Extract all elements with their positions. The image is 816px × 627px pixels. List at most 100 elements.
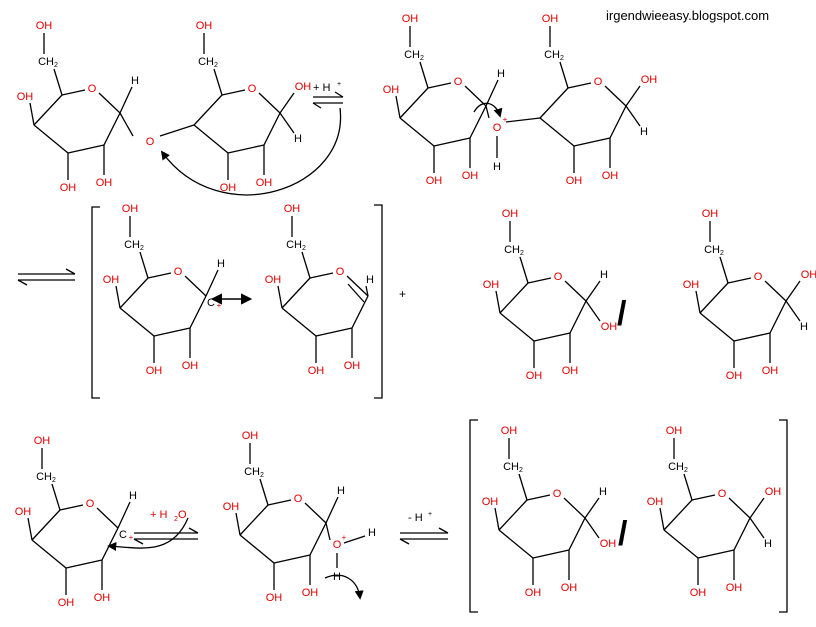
hydroxyl-group: OH [462,170,479,182]
water-oxygen: O [333,539,342,551]
hydroxyl-group: OH [726,370,743,382]
watermark: irgendwieeasy.blogspot.com [606,8,770,23]
ring-oxygen: O [86,498,95,510]
hydroxyl-group: OH [17,91,34,103]
svg-text:+ H: + H [150,509,167,521]
svg-text:O: O [178,509,187,521]
hydroxyl-group: OH [302,587,319,599]
hydroxyl-group: OH [256,177,273,189]
ring-oxygen: O [88,83,97,95]
hydroxyl-group: OH [60,182,77,194]
hydroxyl-group: OH [36,20,53,32]
hydroxyl-group: OH [566,175,583,187]
hydroxyl-group: OH [220,182,237,194]
hydroxyl-group: OH [562,365,579,377]
svg-text:- H: - H [408,512,423,524]
hydroxyl-group: OH [58,597,75,609]
equilibrium-arrow-2 [17,268,76,286]
ring-oxygen: O [554,271,563,283]
anomeric-hydroxyl: OH [295,81,312,93]
ch2-group: CH2 [244,466,264,479]
hydroxyl-group: OH [483,279,500,291]
hydroxyl-group: OH [647,496,664,508]
protonated-glycosidic-oxygen: O [493,122,502,134]
hydroxyl-group: OH [762,365,779,377]
anomeric-hydroxyl: OH [765,486,782,498]
hydrogen: H [337,485,345,497]
ch2-group: CH2 [503,461,523,474]
hydroxyl-group: OH [426,175,443,187]
ch2-group: CH2 [544,49,564,62]
anomeric-hydroxyl: OH [601,321,618,333]
bracket-product-left [469,419,478,613]
hydroxyl-group: OH [96,177,113,189]
hydroxyl-group: OH [602,170,619,182]
equilibrium-arrow-3 [133,527,199,545]
hydroxyl-group: OH [122,203,139,215]
hydroxyl-group: OH [702,208,719,220]
hydrogen: H [294,133,302,145]
plus-sign: + [399,287,406,301]
ring-oxygen: O [336,266,345,278]
bracket-carbocation-left [91,206,100,399]
hydroxyl-group: OH [525,587,542,599]
reagent-water: + H 2 O [150,509,187,523]
anomeric-hydroxyl: OH [801,269,816,281]
hydroxyl-group: OH [482,496,499,508]
curved-arrow-bond-break [473,102,503,118]
hydrogen: H [131,75,139,87]
hydroxyl-group: OH [94,592,111,604]
ring-oxygen: O [718,488,727,500]
hydrogen: H [600,269,608,281]
hydrogen: H [333,571,341,583]
hydroxyl-group: OH [196,20,213,32]
anomeric-hydroxyl: OH [641,74,658,86]
ring-oxygen: O [248,83,257,95]
ch2-group: CH2 [198,56,218,69]
ch2-group: CH2 [668,461,688,474]
hydrogen: H [640,126,648,138]
hydrogen: H [217,258,225,270]
positive-charge: + [342,533,347,542]
glycosidic-oxygen: O [146,136,155,148]
hydrogen: H [368,527,376,539]
hydroxyl-group: OH [182,360,199,372]
positive-charge: + [503,115,508,124]
ring-oxygen: O [294,493,303,505]
positive-charge: + [129,533,134,542]
hydroxyl-group: OH [266,592,283,604]
hydroxyl-group: OH [103,274,120,286]
ch2-group: CH2 [404,49,424,62]
ring-oxygen: O [454,76,463,88]
hydroxyl-group: OH [284,203,301,215]
reagent-minus-h-plus: - H + [408,511,432,524]
anomeric-hydroxyl: OH [600,538,617,550]
svg-text:2: 2 [174,516,178,523]
hydroxyl-group: OH [34,435,51,447]
bracket-carbocation-right [374,204,383,399]
bracket-product-right [779,419,788,613]
svg-text:+ H: + H [313,82,330,94]
hydrogen: H [800,321,808,333]
arrows-and-brackets: + / / + H + + H 2 O - H + [17,81,788,613]
hydrogen: H [764,538,772,550]
hydrogen: H [129,490,137,502]
hydroxyl-group: OH [501,425,518,437]
hydroxyl-group: OH [265,274,282,286]
hydroxyl-group: OH [242,430,259,442]
hydroxyl-group: OH [542,13,559,25]
hydroxyl-group: OH [726,582,743,594]
hydroxyl-group: OH [308,365,325,377]
equilibrium-arrow-1 [312,91,344,109]
ring-oxygen: O [594,76,603,88]
